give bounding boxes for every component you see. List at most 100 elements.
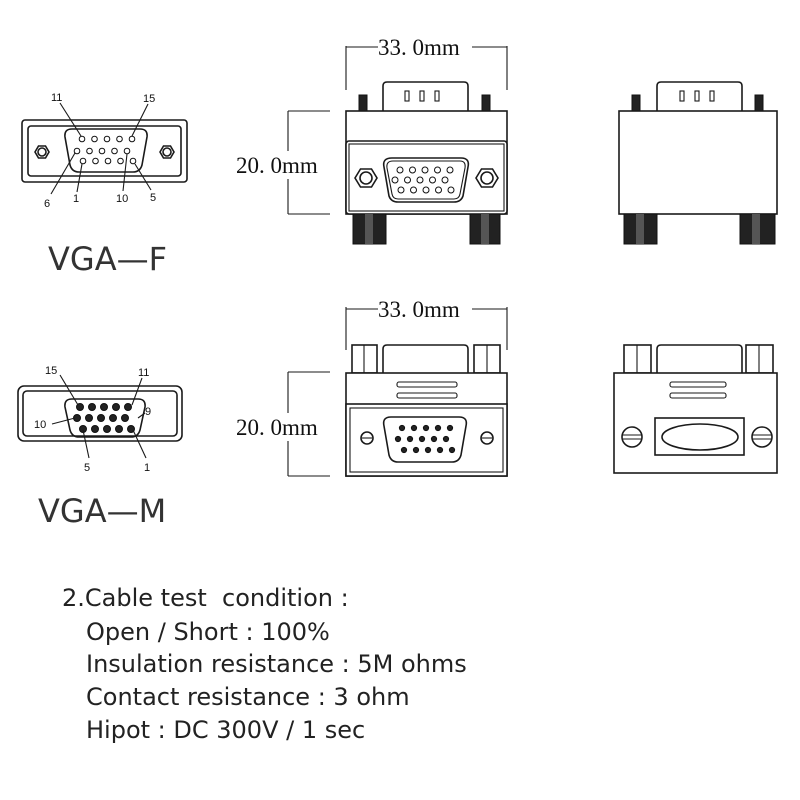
pin-label-15: 15	[143, 93, 155, 105]
pin	[442, 435, 450, 443]
pin	[116, 135, 123, 143]
pin	[410, 186, 417, 194]
pin	[128, 135, 136, 143]
pin	[88, 403, 96, 411]
pin	[447, 186, 455, 194]
pin	[429, 176, 436, 184]
female-adapter-back-view	[618, 81, 778, 245]
pin	[406, 435, 414, 443]
pin	[410, 424, 418, 432]
vga-f-shell-outer	[21, 119, 188, 183]
pin-label-5: 5	[84, 462, 90, 474]
vga-f-title: VGA—F	[48, 240, 167, 278]
pin	[98, 147, 106, 155]
vga-f-d-sub	[64, 128, 148, 173]
pin	[404, 176, 411, 184]
vga-f-pins	[73, 135, 137, 165]
pin	[397, 186, 405, 194]
pin	[79, 157, 87, 165]
pin	[85, 414, 93, 422]
pin-label-11: 11	[138, 367, 149, 379]
pin	[76, 403, 84, 411]
pin	[103, 425, 111, 433]
dimension-width-top: 33. 0mm	[378, 35, 460, 60]
pin-label-1: 1	[73, 193, 79, 205]
pin	[121, 414, 129, 422]
pin	[422, 186, 430, 194]
pin-label-11: 11	[51, 92, 62, 104]
cable-test-spec: 2.Cable test condition : Open / Short : …	[62, 584, 467, 744]
pin	[91, 425, 99, 433]
male-adapter-back-view	[613, 344, 778, 474]
pin	[92, 157, 99, 165]
pin	[409, 166, 416, 174]
pin	[448, 446, 456, 454]
pin	[91, 135, 98, 143]
pin	[124, 403, 132, 411]
pin	[391, 176, 399, 184]
pin	[396, 166, 404, 174]
pin	[436, 446, 444, 454]
dimension-height-top: 20. 0mm	[236, 153, 318, 178]
pin	[117, 157, 124, 165]
hex-nut-icon	[159, 145, 175, 159]
pin-label-10: 10	[116, 193, 128, 205]
spec-line: Open / Short : 100%	[86, 618, 330, 646]
pin	[123, 147, 131, 155]
pin-label-15: 15	[45, 365, 57, 377]
pin	[416, 176, 424, 184]
hex-nut-icon	[475, 168, 499, 188]
vga-socket-pins	[391, 166, 455, 194]
spec-heading: 2.Cable test condition :	[62, 584, 349, 612]
pin	[412, 446, 420, 454]
pin	[103, 135, 111, 143]
pin	[112, 403, 120, 411]
spec-line: Contact resistance : 3 ohm	[86, 683, 410, 711]
pin-label-9: 9	[145, 406, 151, 418]
vga-plug-pins	[394, 424, 456, 454]
pin	[104, 157, 112, 165]
pin	[111, 147, 118, 155]
vga-f-pinout: 11 15 6 1 10 5 VGA—F	[21, 92, 188, 278]
screw-icon	[480, 431, 494, 445]
vga-m-pinout: 15 11 10 9 5 1 VGA—M	[17, 365, 183, 530]
dimension-height-bottom: 20. 0mm	[236, 415, 318, 440]
pin	[441, 176, 449, 184]
spec-line: Insulation resistance : 5M ohms	[86, 650, 467, 678]
hex-nut-icon	[34, 145, 50, 159]
pin	[446, 166, 454, 174]
pin	[73, 147, 81, 155]
pin	[421, 166, 429, 174]
pin	[424, 446, 432, 454]
pin	[78, 135, 86, 143]
pin	[129, 157, 137, 165]
pin	[115, 425, 123, 433]
pin	[418, 435, 426, 443]
pin	[86, 147, 93, 155]
pin-label-10: 10	[34, 419, 46, 431]
pin	[422, 424, 430, 432]
pin	[446, 424, 454, 432]
dimension-width-bottom: 33. 0mm	[378, 297, 460, 322]
pin-label-1: 1	[144, 462, 150, 474]
vga-f-shell-inner	[27, 125, 182, 177]
pin-label-5: 5	[150, 192, 156, 204]
pin	[109, 414, 117, 422]
screw-icon	[621, 426, 643, 448]
spec-line: Hipot : DC 300V / 1 sec	[86, 716, 365, 744]
pin	[100, 403, 108, 411]
pin	[435, 186, 442, 194]
female-adapter-front-view: 33. 0mm 20. 0mm	[236, 35, 508, 245]
pin	[97, 414, 105, 422]
screw-icon	[751, 426, 773, 448]
screw-icon	[360, 431, 374, 445]
pin	[394, 435, 402, 443]
pin	[400, 446, 408, 454]
vga-m-pins	[73, 403, 135, 433]
pin	[434, 166, 441, 174]
pin-label-6: 6	[44, 198, 50, 210]
vga-m-title: VGA—M	[38, 492, 166, 530]
hex-nut-icon	[354, 168, 378, 188]
pin	[430, 435, 438, 443]
